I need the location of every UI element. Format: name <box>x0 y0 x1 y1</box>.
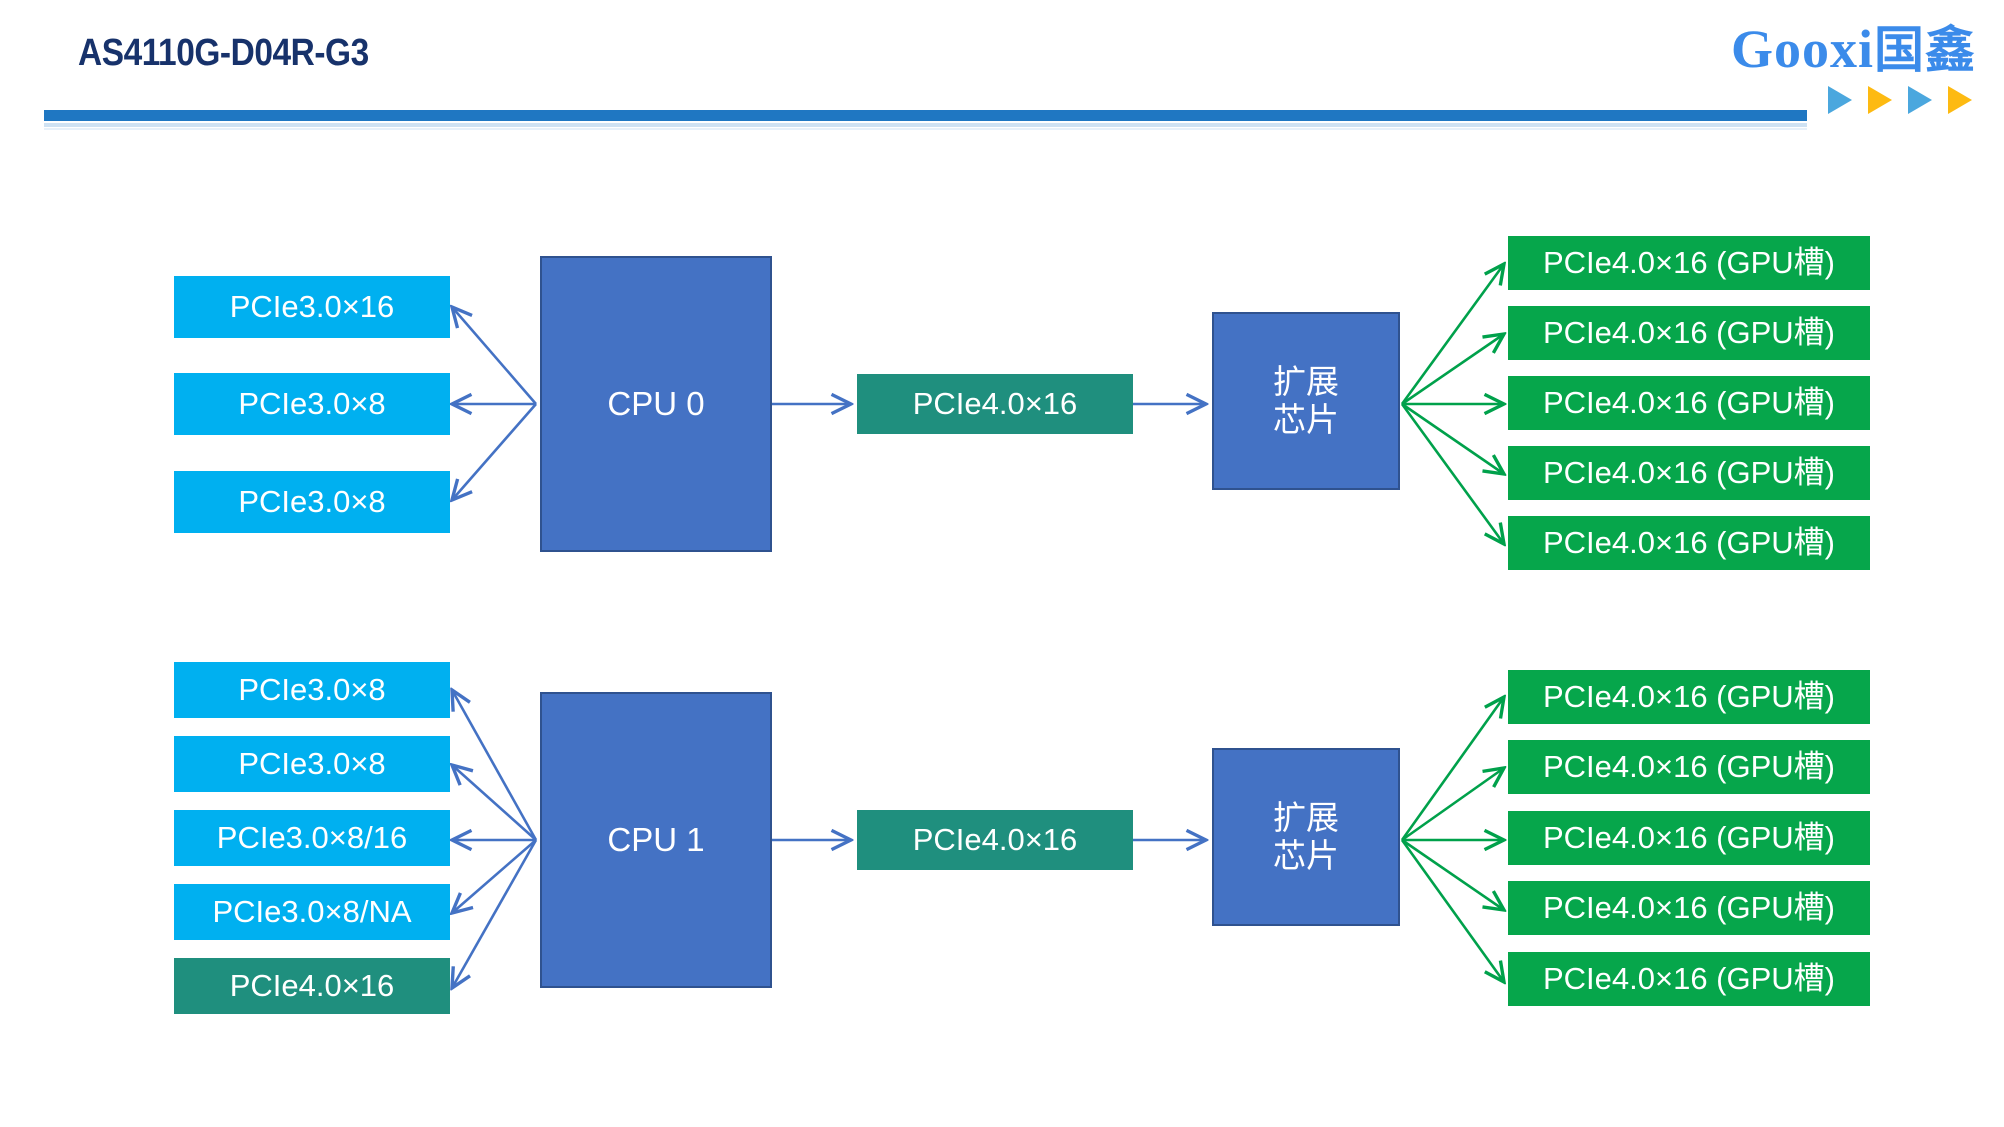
cpu1-gpu-slot-4[interactable]: PCIe4.0×16 (GPU槽) <box>1508 881 1870 935</box>
brand-wordmark: Gooxi国鑫 <box>1731 22 1976 76</box>
cpu0-uplink-box[interactable]: PCIe4.0×16 <box>857 374 1133 434</box>
cpu0-gpu-slot-2[interactable]: PCIe4.0×16 (GPU槽) <box>1508 306 1870 360</box>
cpu0-left-slot-2[interactable]: PCIe3.0×8 <box>174 373 450 435</box>
cpu0-left-slot-3[interactable]: PCIe3.0×8 <box>174 471 450 533</box>
cpu0-gpu-slot-5[interactable]: PCIe4.0×16 (GPU槽) <box>1508 516 1870 570</box>
triangle-icon-4 <box>1948 86 1972 114</box>
cpu1-left-slot-4[interactable]: PCIe3.0×8/NA <box>174 884 450 940</box>
header-divider-tertiary <box>44 128 1807 130</box>
cpu1-left-slot-1[interactable]: PCIe3.0×8 <box>174 662 450 718</box>
cpu0-node[interactable]: CPU 0 <box>540 256 772 552</box>
brand-latin-text: Gooxi <box>1730 19 1874 79</box>
cpu0-gpu-slot-3[interactable]: PCIe4.0×16 (GPU槽) <box>1508 376 1870 430</box>
brand-chinese-text: 国鑫 <box>1874 21 1976 79</box>
triangle-icon-2 <box>1868 86 1892 114</box>
cpu0-gpu-slot-1[interactable]: PCIe4.0×16 (GPU槽) <box>1508 236 1870 290</box>
cpu0-gpu-slot-4[interactable]: PCIe4.0×16 (GPU槽) <box>1508 446 1870 500</box>
cpu1-gpu-slot-1[interactable]: PCIe4.0×16 (GPU槽) <box>1508 670 1870 724</box>
cpu0-expansion-chip[interactable]: 扩展 芯片 <box>1212 312 1400 490</box>
cpu1-gpu-slot-2[interactable]: PCIe4.0×16 (GPU槽) <box>1508 740 1870 794</box>
cpu1-left-slot-2[interactable]: PCIe3.0×8 <box>174 736 450 792</box>
triangle-icon-1 <box>1828 86 1852 114</box>
cpu1-chip-line-1: 扩展 <box>1273 799 1339 837</box>
page-title: AS4110G-D04R-G3 <box>78 32 369 74</box>
cpu1-left-slot-5[interactable]: PCIe4.0×16 <box>174 958 450 1014</box>
cpu1-chip-line-2: 芯片 <box>1273 837 1339 874</box>
cpu1-node[interactable]: CPU 1 <box>540 692 772 988</box>
triangle-icon-3 <box>1908 86 1932 114</box>
cpu1-uplink-box[interactable]: PCIe4.0×16 <box>857 810 1133 870</box>
cpu1-gpu-slot-5[interactable]: PCIe4.0×16 (GPU槽) <box>1508 952 1870 1006</box>
cpu1-left-slot-3[interactable]: PCIe3.0×8/16 <box>174 810 450 866</box>
cpu0-chip-line-1: 扩展 <box>1273 363 1339 401</box>
cpu0-chip-line-2: 芯片 <box>1273 401 1339 438</box>
brand-logo: Gooxi国鑫 <box>1731 22 1976 114</box>
cpu1-gpu-slot-3[interactable]: PCIe4.0×16 (GPU槽) <box>1508 811 1870 865</box>
cpu1-expansion-chip[interactable]: 扩展 芯片 <box>1212 748 1400 926</box>
cpu0-left-slot-1[interactable]: PCIe3.0×16 <box>174 276 450 338</box>
header-divider <box>44 110 1807 121</box>
brand-arrow-strip <box>1731 86 1976 114</box>
header-divider-secondary <box>44 123 1807 127</box>
